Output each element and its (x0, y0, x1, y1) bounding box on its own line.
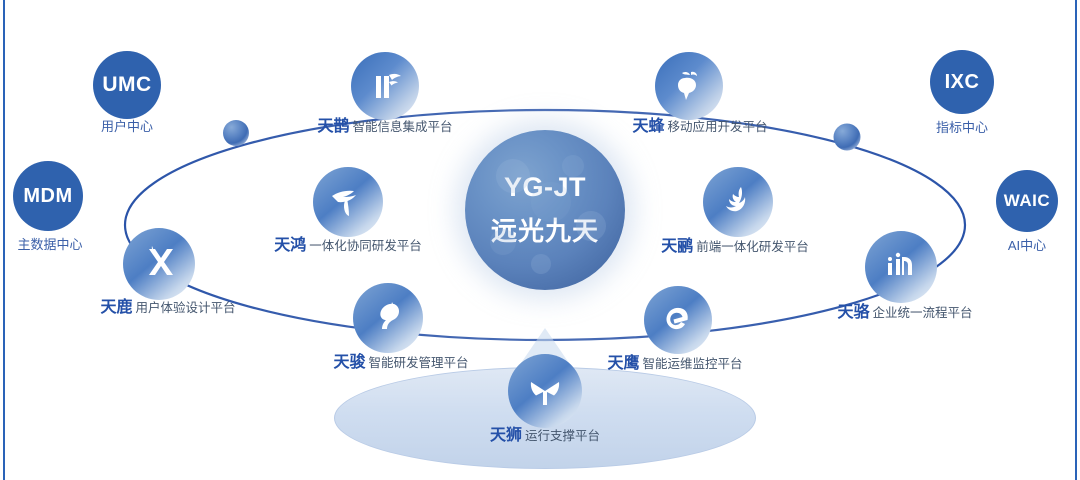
tianli-bird-icon (703, 167, 773, 237)
tianjun-horse-icon (353, 283, 423, 353)
tianying-eagle-icon (644, 286, 712, 354)
ixc-icon: IXC (930, 50, 994, 114)
tianlu-deer-icon (123, 228, 195, 300)
node-tianli[interactable] (703, 167, 773, 237)
node-tianshi-label: 天狮运行支撑平台 (489, 427, 601, 444)
node-mdm-label: 主数据中心 (17, 237, 83, 252)
node-tianfeng[interactable] (655, 52, 723, 120)
umc-icon: UMC (93, 51, 161, 119)
tianque-magpie-icon (351, 52, 419, 120)
node-umc-label: 用户中心 (100, 119, 154, 134)
moon-texture-icon (490, 155, 606, 274)
node-tianying[interactable] (644, 286, 712, 354)
node-umc[interactable]: UMC (93, 51, 161, 119)
node-waic[interactable]: WAIC (996, 170, 1058, 232)
orbit-sphere-right (833, 123, 861, 151)
node-tianhong[interactable] (313, 167, 383, 237)
tianhong-swan-icon (313, 167, 383, 237)
node-tianying-label: 天鹰智能运维监控平台 (607, 355, 743, 372)
node-tianjun-label: 天骏智能研发管理平台 (333, 354, 469, 371)
node-tianli-label: 天鹂前端一体化研发平台 (661, 238, 809, 255)
tianfeng-bee-icon (655, 52, 723, 120)
node-tianfeng-label: 天蜂移动应用开发平台 (632, 118, 768, 135)
tianshi-propeller-icon (508, 354, 582, 428)
node-ixc[interactable]: IXC (930, 50, 994, 114)
node-tianque[interactable] (351, 52, 419, 120)
node-mdm[interactable]: MDM (13, 161, 83, 231)
page-border-left (3, 0, 5, 480)
node-tianque-label: 天鹊智能信息集成平台 (317, 118, 453, 135)
orbit-sphere-left (223, 120, 249, 146)
center-core[interactable]: YG-JT 远光九天 (465, 130, 625, 290)
node-tianshi[interactable] (508, 354, 582, 428)
mdm-icon: MDM (13, 161, 83, 231)
center-title-en: YG-JT (504, 172, 586, 203)
node-tianluo-label: 天骆企业统一流程平台 (837, 304, 973, 321)
node-tianlu[interactable] (123, 228, 195, 300)
node-ixc-label: 指标中心 (935, 120, 989, 135)
node-tianluo[interactable] (865, 231, 937, 303)
node-tianjun[interactable] (353, 283, 423, 353)
tianluo-camel-icon (865, 231, 937, 303)
center-title-cn: 远光九天 (490, 216, 599, 246)
page-border-right (1075, 0, 1077, 480)
waic-icon: WAIC (996, 170, 1058, 232)
node-waic-label: AI中心 (1007, 238, 1047, 253)
node-tianhong-label: 天鸿一体化协同研发平台 (274, 237, 422, 254)
node-tianlu-label: 天鹿用户体验设计平台 (100, 299, 236, 316)
